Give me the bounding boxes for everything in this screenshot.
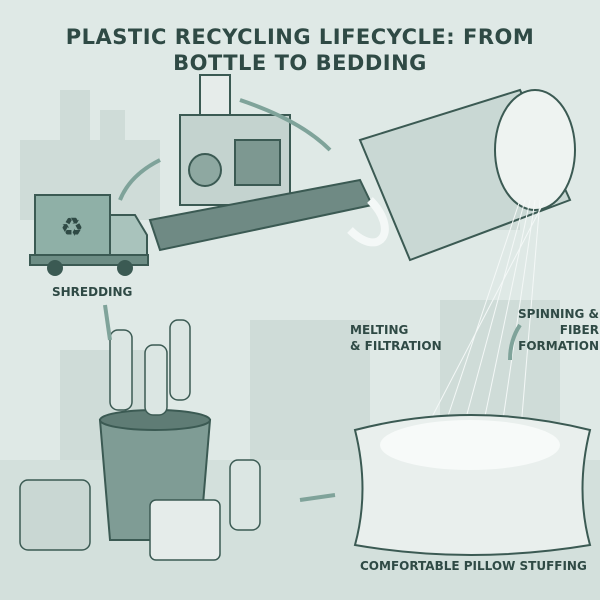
pillow bbox=[353, 414, 592, 556]
arrow-icon bbox=[118, 158, 161, 201]
shredding-machine bbox=[148, 74, 374, 252]
recycling-truck: ♻ bbox=[29, 194, 149, 276]
title-line-1: PLASTIC RECYCLING LIFECYCLE: FROM bbox=[65, 25, 535, 49]
trash-bin-with-bottles bbox=[19, 319, 261, 561]
spinning-line-1: SPINNING & bbox=[518, 307, 599, 321]
title-line-2: BOTTLE TO BEDDING bbox=[173, 51, 427, 75]
step-melting-label: MELTING & FILTRATION bbox=[350, 322, 442, 354]
arrow-icon bbox=[239, 98, 332, 152]
step-pillow-label: COMFORTABLE PILLOW STUFFING bbox=[360, 559, 587, 573]
arrow-icon bbox=[103, 304, 112, 341]
page-title: PLASTIC RECYCLING LIFECYCLE: FROM BOTTLE… bbox=[0, 24, 600, 76]
recycle-icon: ♻ bbox=[60, 213, 83, 243]
melting-line-2: & FILTRATION bbox=[350, 339, 442, 353]
spinning-line-2: FIBER FORMATION bbox=[518, 323, 599, 353]
melting-line-1: MELTING bbox=[350, 323, 409, 337]
arrow-icon bbox=[299, 493, 336, 502]
step-spinning-label: SPINNING & FIBER FORMATION bbox=[475, 306, 599, 354]
process-arrows bbox=[103, 98, 522, 502]
arrow-icon bbox=[508, 323, 522, 361]
fiber-strands bbox=[419, 199, 546, 441]
step-shredding-label: SHREDDING bbox=[52, 285, 133, 299]
melting-drum bbox=[347, 88, 576, 262]
